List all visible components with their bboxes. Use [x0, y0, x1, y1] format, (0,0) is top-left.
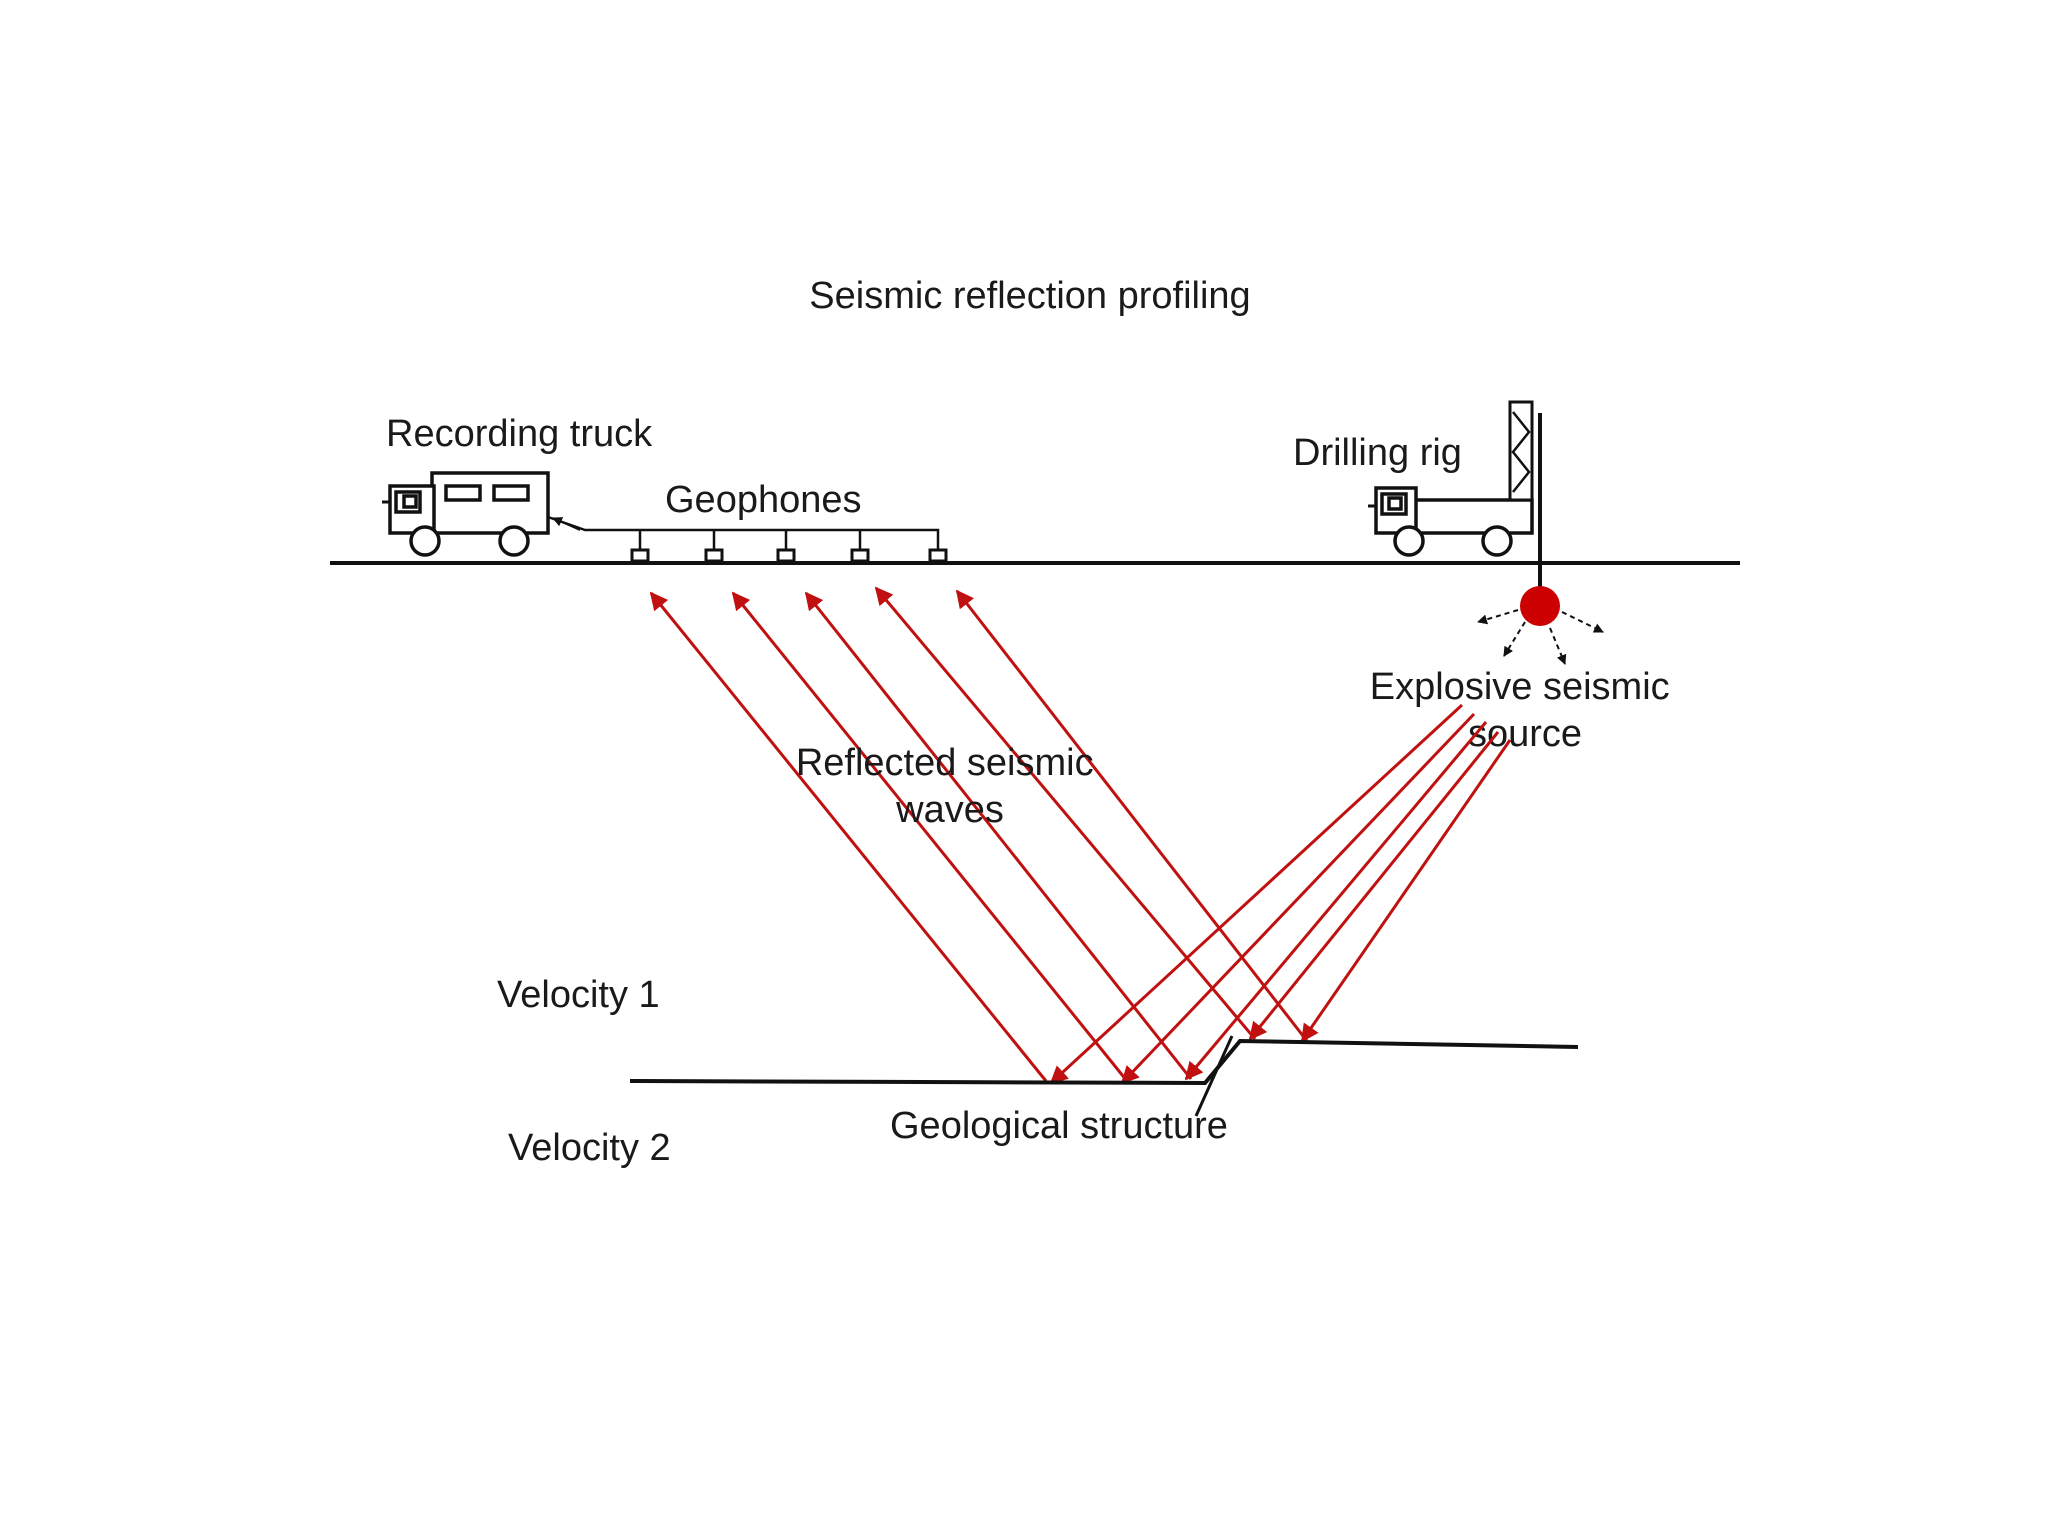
incident-ray: [1184, 721, 1488, 1081]
geophones-array: [630, 530, 948, 563]
incident-rays: [1049, 703, 1512, 1085]
drilling-rig-label: Drilling rig: [1293, 432, 1462, 474]
geological-structure-label: Geological structure: [890, 1105, 1228, 1147]
reflected-waves-label-line1: Reflected seismic: [796, 742, 1094, 784]
recording-truck-label: Recording truck: [386, 413, 653, 455]
incident-ray: [1049, 703, 1464, 1085]
cable-arrow: [552, 517, 581, 531]
explosive-source-label-line1: Explosive seismic: [1370, 666, 1670, 708]
reflected-rays: [649, 586, 1309, 1082]
reflected-ray: [955, 589, 1309, 1042]
drilling-rig-icon: [1368, 400, 1542, 598]
velocity-1-label: Velocity 1: [497, 974, 660, 1016]
geophone-icon: [630, 548, 650, 563]
geophone-icon: [850, 548, 870, 563]
reflected-ray: [874, 586, 1257, 1040]
explosive-source-label: Explosive seismic source: [1370, 666, 1680, 755]
geophones-label: Geophones: [665, 479, 862, 521]
incident-ray: [1248, 731, 1500, 1041]
fault-line: [1194, 1035, 1234, 1117]
velocity-2-label: Velocity 2: [508, 1127, 671, 1169]
reflected-ray: [731, 591, 1129, 1082]
geophone-icon: [704, 548, 724, 563]
reflector-line: [629, 1038, 1579, 1086]
reflected-ray: [649, 591, 1048, 1082]
geophone-cable: [547, 515, 940, 555]
incident-ray: [1300, 739, 1512, 1043]
incident-ray: [1120, 712, 1476, 1085]
reflected-waves-label-line2: waves: [895, 789, 1004, 831]
recording-truck-icon: [382, 471, 550, 557]
reflected-ray: [804, 591, 1193, 1080]
explosive-source-marker: [1477, 586, 1604, 665]
geophone-icon: [776, 548, 796, 563]
diagram-title: Seismic reflection profiling: [809, 275, 1250, 317]
geophone-icon: [928, 548, 948, 563]
reflected-waves-label: Reflected seismic waves: [796, 742, 1104, 831]
